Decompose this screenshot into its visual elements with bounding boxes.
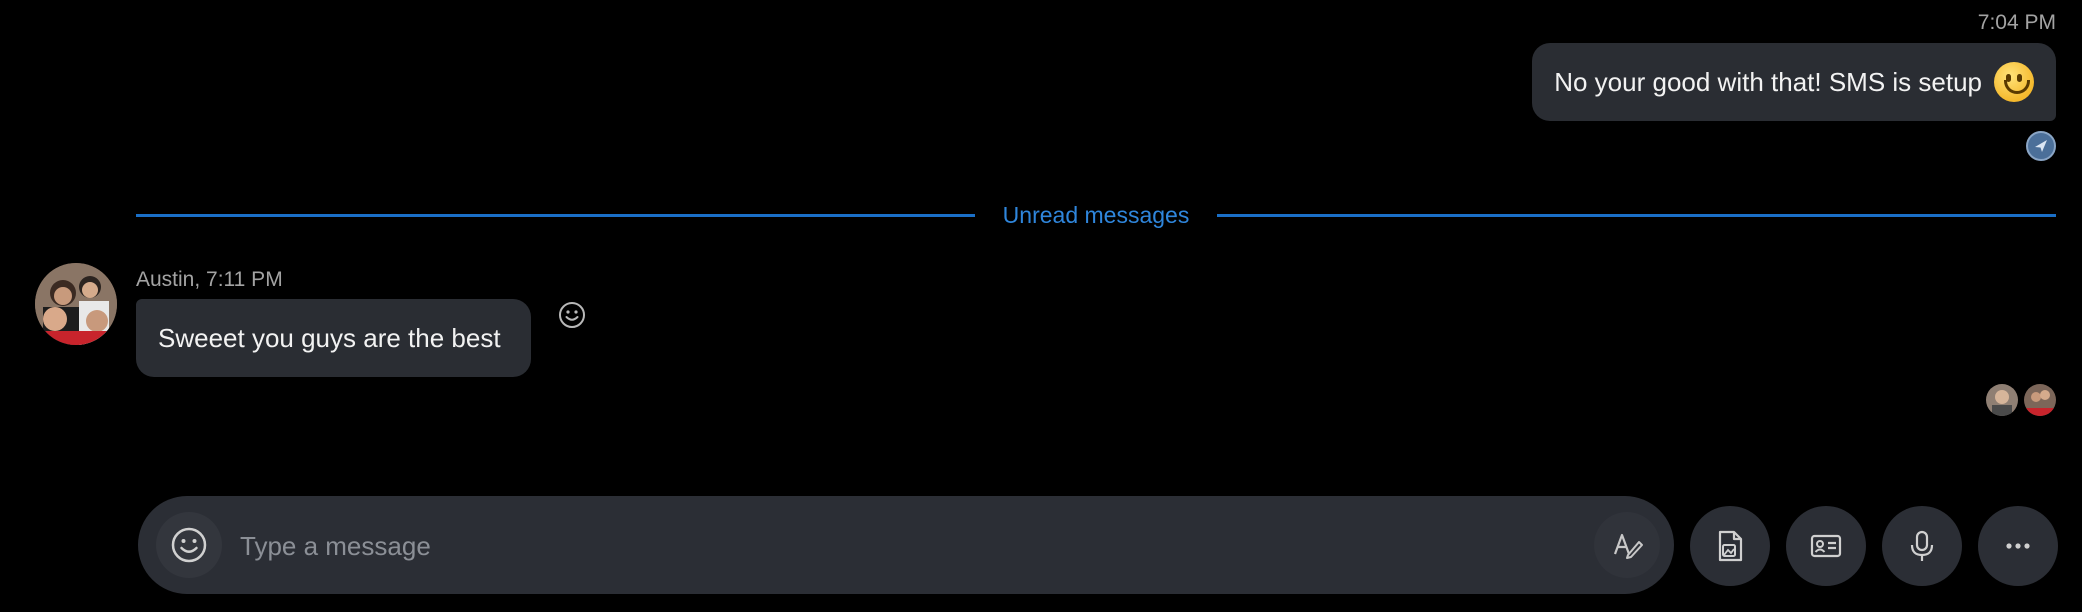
slightly-smiling-face-icon (1994, 62, 2034, 102)
divider-line-left (136, 214, 975, 217)
add-reaction-icon[interactable] (557, 300, 587, 330)
unread-messages-label: Unread messages (1002, 202, 1190, 228)
read-receipt-avatar (1986, 384, 2018, 416)
emoji-button[interactable] (156, 512, 222, 578)
outgoing-timestamp: 7:04 PM (1977, 11, 2056, 34)
incoming-message-text: Sweeet you guys are the best (158, 322, 501, 353)
outgoing-message-bubble[interactable]: No your good with that! SMS is setup (1532, 43, 2056, 121)
more-options-icon (2006, 543, 2030, 549)
emoji-icon (171, 527, 207, 563)
message-input[interactable] (238, 520, 1492, 572)
read-receipt-avatar (2024, 384, 2056, 416)
outgoing-message-text: No your good with that! SMS is setup (1554, 66, 1982, 97)
send-file-icon (1718, 530, 1743, 562)
incoming-sender-time: Austin, 7:11 PM (136, 268, 283, 291)
send-contact-button[interactable] (1786, 506, 1866, 586)
read-receipts (1986, 384, 2056, 416)
sender-avatar[interactable] (35, 263, 117, 345)
incoming-message-bubble[interactable]: Sweeet you guys are the best (136, 299, 531, 377)
microphone-icon (1910, 530, 1934, 561)
sent-seen-icon (2026, 131, 2056, 161)
format-text-button[interactable] (1594, 512, 1660, 578)
more-options-button[interactable] (1978, 506, 2058, 586)
send-contact-icon (1810, 534, 1842, 558)
record-audio-button[interactable] (1882, 506, 1962, 586)
divider-line-right (1217, 214, 2056, 217)
message-composer (138, 496, 1674, 594)
send-file-button[interactable] (1690, 506, 1770, 586)
unread-messages-divider: Unread messages (136, 202, 2056, 229)
format-text-icon (1613, 533, 1643, 559)
